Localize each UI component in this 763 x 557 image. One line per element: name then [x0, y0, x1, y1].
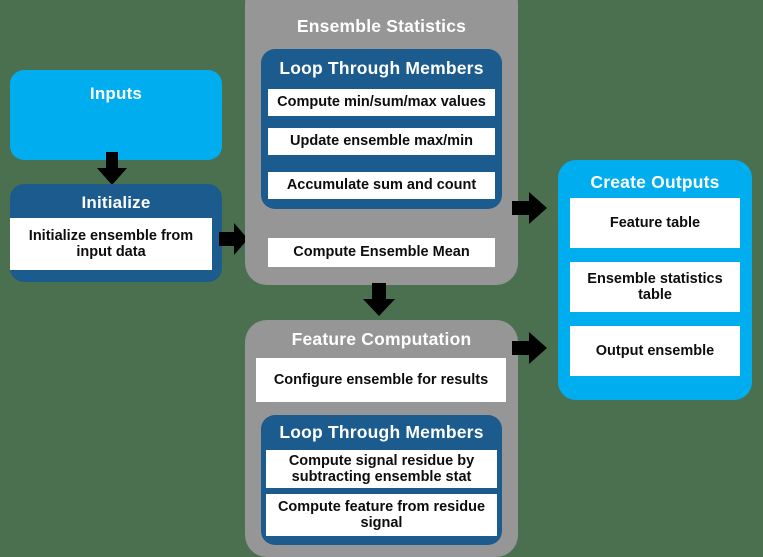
- ensemble-statistics-loop-step-accumulate-sum-count: Accumulate sum and count: [268, 172, 495, 199]
- group-ensemble-statistics-title: Ensemble Statistics: [296, 16, 467, 36]
- arrow-inputs-to-initialize: [96, 152, 128, 186]
- group-feature-computation-title: Feature Computation: [291, 329, 472, 349]
- ensemble-statistics-loop-step-update-maxmin: Update ensemble max/min: [268, 128, 495, 155]
- feature-computation-step-configure-ensemble: Configure ensemble for results: [256, 358, 506, 402]
- arrow-feature-computation-to-create-outputs: [512, 330, 548, 366]
- group-initialize-title: Initialize: [81, 193, 151, 212]
- create-outputs-item-output-ensemble: Output ensemble: [570, 326, 740, 376]
- group-create-outputs-title: Create Outputs: [590, 172, 720, 192]
- arrow-ensemble-statistics-to-create-outputs: [512, 190, 548, 226]
- feature-computation-loop-step-compute-signal-residue: Compute signal residue by subtracting en…: [266, 450, 497, 488]
- create-outputs-item-ensemble-statistics-table: Ensemble statistics table: [570, 262, 740, 312]
- ensemble-statistics-loop-step-compute-minmax: Compute min/sum/max values: [268, 89, 495, 116]
- group-feature-computation-loop-title: Loop Through Members: [279, 422, 484, 442]
- feature-computation-loop-step-compute-feature: Compute feature from residue signal: [266, 494, 497, 536]
- group-ensemble-statistics-loop-title: Loop Through Members: [279, 58, 484, 78]
- group-inputs: Inputs: [10, 70, 222, 160]
- ensemble-statistics-step-compute-ensemble-mean: Compute Ensemble Mean: [268, 238, 495, 267]
- group-inputs-title: Inputs: [89, 84, 143, 103]
- arrow-initialize-to-ensemble-statistics: [219, 222, 249, 256]
- initialize-step-initialize-ensemble: Initialize ensemble from input data: [10, 218, 212, 270]
- arrow-ensemble-statistics-to-feature-computation: [362, 283, 396, 317]
- create-outputs-item-feature-table: Feature table: [570, 198, 740, 248]
